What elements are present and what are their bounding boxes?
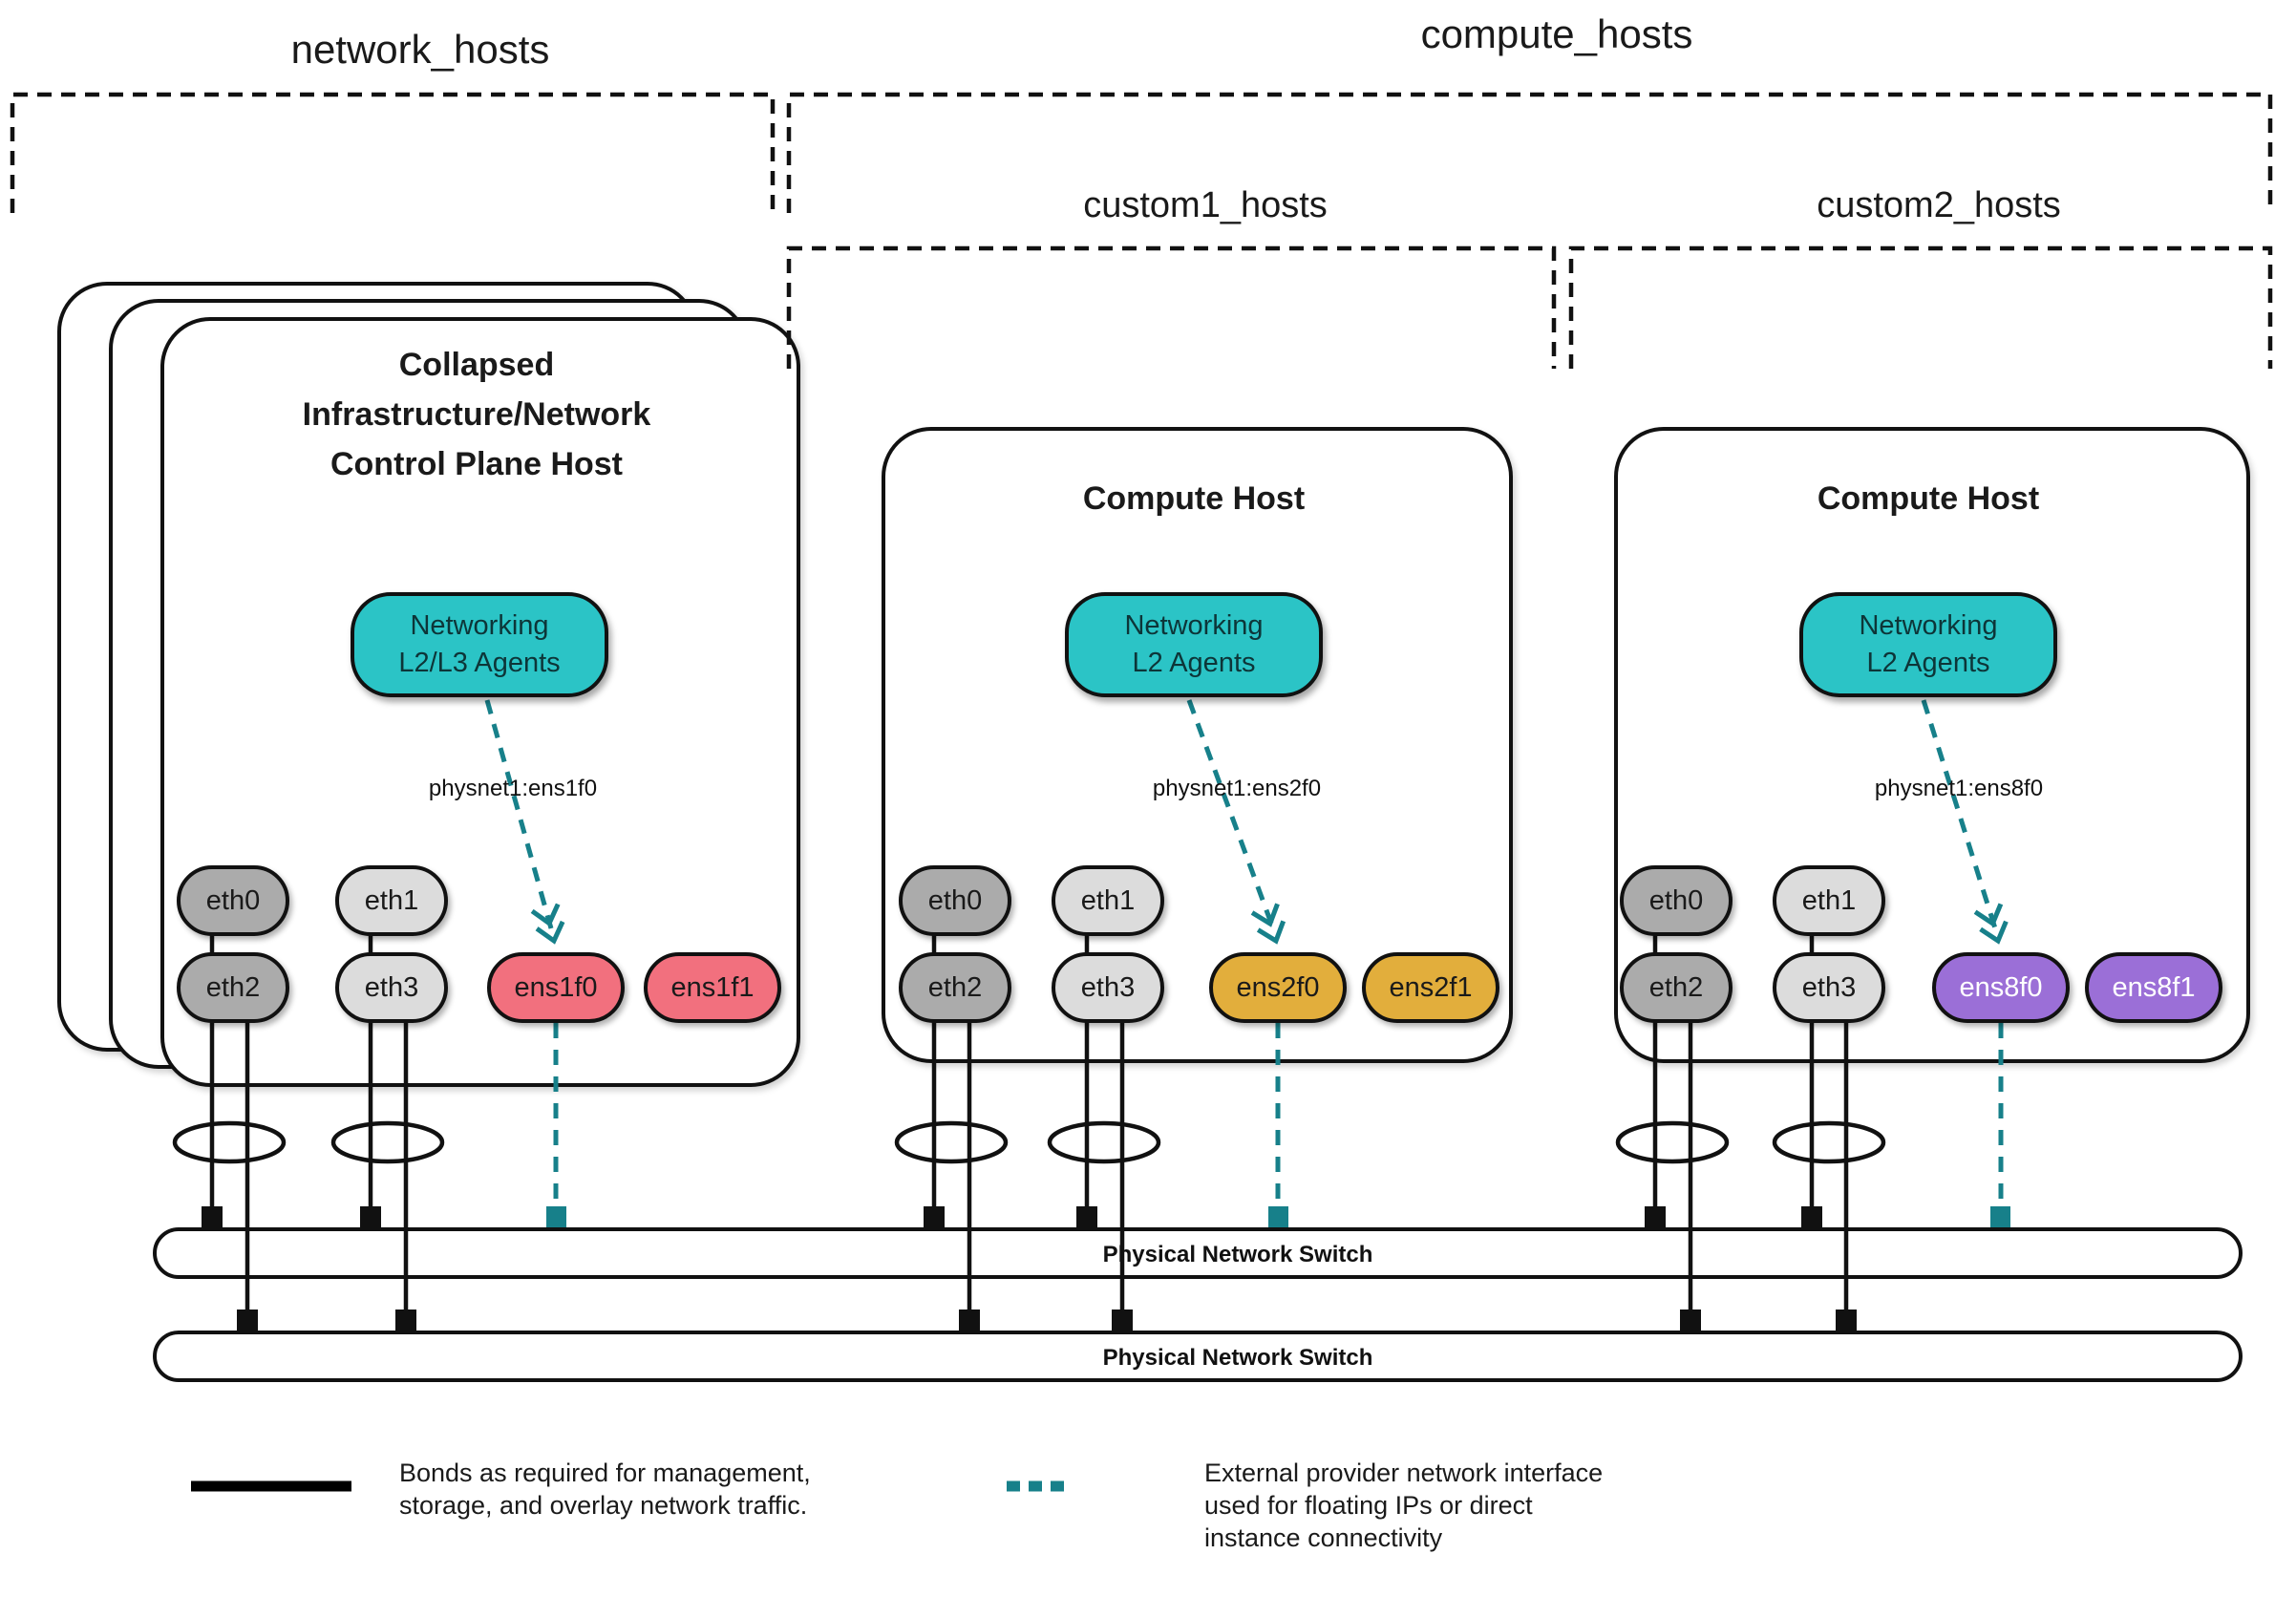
bond-ellipse bbox=[1772, 1120, 1886, 1164]
nic-pill-ens2f1: ens2f1 bbox=[1362, 952, 1499, 1023]
legend-bond-text-line: storage, and overlay network traffic. bbox=[399, 1491, 808, 1520]
agent-label-line: L2/L3 Agents bbox=[398, 648, 561, 678]
nic-pill-eth0: eth0 bbox=[899, 865, 1011, 936]
physical-network-switch-2: Physical Network Switch bbox=[153, 1331, 2243, 1382]
bond-ellipse bbox=[1047, 1120, 1161, 1164]
legend-provider-text-line: External provider network interface bbox=[1204, 1459, 1604, 1487]
nic-pill-eth3: eth3 bbox=[335, 952, 448, 1023]
nic-pill-ens8f0: ens8f0 bbox=[1932, 952, 2070, 1023]
switch-1-connectors bbox=[202, 1206, 1822, 1227]
agent-label-line: Networking bbox=[1124, 610, 1264, 641]
switch-1-label: Physical Network Switch bbox=[1102, 1242, 1373, 1267]
collapsed-host-title: Collapsed Infrastructure/Network Control… bbox=[303, 340, 651, 489]
physical-network-switch-1: Physical Network Switch bbox=[153, 1227, 2243, 1279]
agent-label-line: L2 Agents bbox=[1866, 648, 1990, 678]
group-label-compute-hosts: compute_hosts bbox=[1420, 11, 1693, 56]
agent-box-compute-2: Networking L2 Agents bbox=[1799, 592, 2057, 697]
nic-pill-eth1: eth1 bbox=[1052, 865, 1164, 936]
physnet-label-collapsed: physnet1:ens1f0 bbox=[428, 776, 598, 801]
physnet-label-compute-1: physnet1:ens2f0 bbox=[1152, 776, 1322, 801]
legend-provider-text-line: used for floating IPs or direct bbox=[1204, 1491, 1533, 1520]
provider-switch-connectors bbox=[546, 1206, 2010, 1227]
agent-label-line: Networking bbox=[410, 610, 549, 641]
bond-ellipse bbox=[330, 1120, 445, 1164]
physnet-label-compute-2: physnet1:ens8f0 bbox=[1874, 776, 2044, 801]
nic-pill-eth2: eth2 bbox=[899, 952, 1011, 1023]
legend-bond-text-line: Bonds as required for management, bbox=[399, 1459, 811, 1487]
collapsed-host-title-line: Collapsed bbox=[398, 347, 555, 383]
group-label-network-hosts: network_hosts bbox=[290, 27, 550, 72]
custom1-hosts-bracket bbox=[786, 245, 1557, 369]
nic-pill-eth3: eth3 bbox=[1052, 952, 1164, 1023]
legend-provider-text-line: instance connectivity bbox=[1204, 1523, 1443, 1552]
nic-pill-ens1f0: ens1f0 bbox=[487, 952, 625, 1023]
group-label-custom2-hosts: custom2_hosts bbox=[1817, 185, 2061, 225]
agent-box-collapsed: Networking L2/L3 Agents bbox=[351, 592, 608, 697]
nic-pill-eth0: eth0 bbox=[177, 865, 289, 936]
group-label-custom1-hosts: custom1_hosts bbox=[1083, 185, 1328, 225]
agent-box-compute-1: Networking L2 Agents bbox=[1065, 592, 1323, 697]
agent-label-line: L2 Agents bbox=[1132, 648, 1256, 678]
nic-pill-ens2f0: ens2f0 bbox=[1209, 952, 1347, 1023]
compute-host-2-title: Compute Host bbox=[1817, 480, 2040, 517]
nic-pill-eth1: eth1 bbox=[335, 865, 448, 936]
compute-host-1-title: Compute Host bbox=[1082, 480, 1306, 517]
network-hosts-bracket bbox=[10, 92, 776, 213]
collapsed-host-title-line: Infrastructure/Network bbox=[302, 396, 651, 433]
custom2-hosts-bracket bbox=[1568, 245, 2273, 369]
legend-provider-text: External provider network interface used… bbox=[1204, 1457, 1603, 1554]
legend-bond-text: Bonds as required for management, storag… bbox=[399, 1457, 811, 1522]
nic-pill-eth0: eth0 bbox=[1620, 865, 1733, 936]
bond-ellipse bbox=[1615, 1120, 1730, 1164]
nic-pill-eth2: eth2 bbox=[1620, 952, 1733, 1023]
agent-label-line: Networking bbox=[1859, 610, 1998, 641]
nic-pill-eth3: eth3 bbox=[1773, 952, 1885, 1023]
nic-pill-eth1: eth1 bbox=[1773, 865, 1885, 936]
nic-pill-ens8f1: ens8f1 bbox=[2085, 952, 2222, 1023]
nic-pill-eth2: eth2 bbox=[177, 952, 289, 1023]
collapsed-host-title-line: Control Plane Host bbox=[330, 446, 624, 482]
switch-2-connectors bbox=[237, 1310, 1857, 1331]
bond-ellipse bbox=[894, 1120, 1009, 1164]
switch-2-label: Physical Network Switch bbox=[1102, 1345, 1373, 1371]
bond-ellipse bbox=[172, 1120, 287, 1164]
nic-pill-ens1f1: ens1f1 bbox=[644, 952, 781, 1023]
bond-ellipses bbox=[172, 1120, 1886, 1164]
